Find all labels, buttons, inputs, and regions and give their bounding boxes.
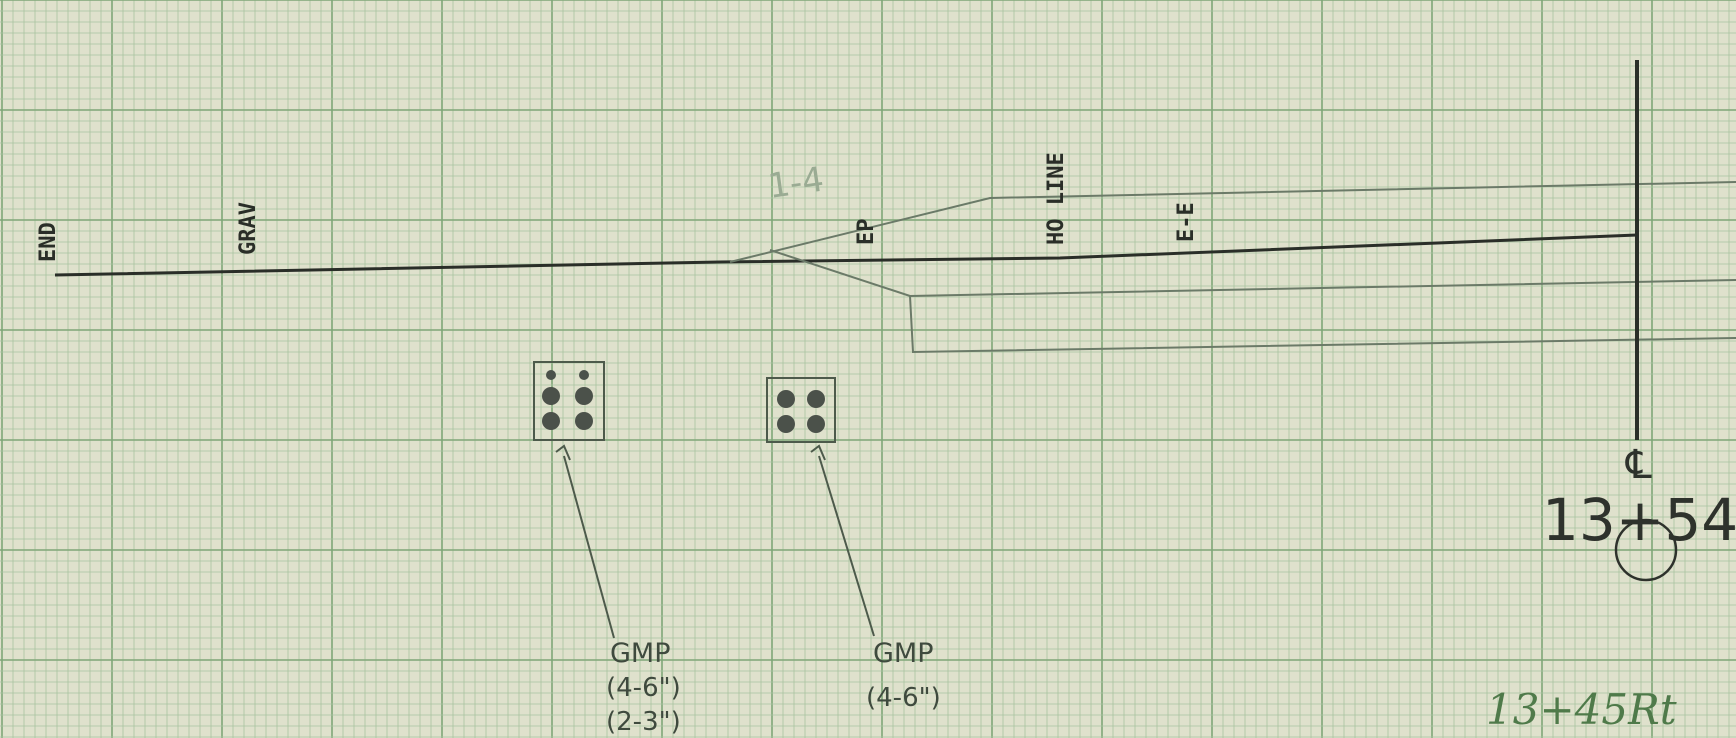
label-grav: GRAV	[236, 202, 261, 255]
label-faint-note: 1-4	[766, 160, 827, 207]
label-ho-line: HO LINE	[1044, 152, 1069, 245]
culvert-2-size-1: (4-6")	[866, 683, 941, 713]
label-end: END	[36, 222, 61, 262]
label-ep: EP	[854, 219, 879, 246]
label-e-e: E-E	[1174, 202, 1199, 242]
road-centerline	[54, 233, 1638, 277]
centerline-symbol: ℄	[1625, 442, 1652, 488]
bottom-station-note: 13+45Rt	[1486, 685, 1677, 734]
leader-arrow-1	[555, 444, 615, 639]
leader-arrow-2	[810, 444, 875, 637]
edge-pavement-line	[729, 181, 1736, 263]
station-circle	[1614, 518, 1678, 582]
ditch-line	[909, 295, 1736, 354]
culvert-box-1	[533, 361, 605, 441]
culvert-1-label: GMP	[610, 638, 671, 669]
culvert-1-size-1: (4-6")	[606, 673, 681, 703]
culvert-1-size-2: (2-3")	[606, 707, 681, 737]
culvert-2-label: GMP	[873, 638, 934, 669]
culvert-box-2	[766, 377, 836, 443]
